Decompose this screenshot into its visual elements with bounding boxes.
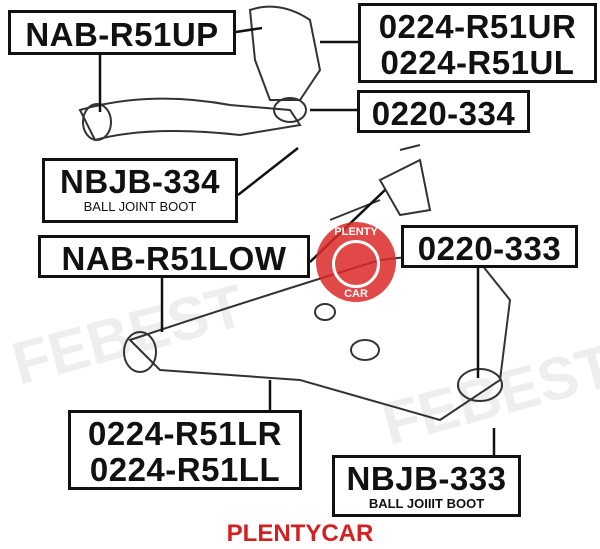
frame-detail [329, 144, 421, 221]
part-label-lower-boot: NBJB-333 BALL JOIIIT BOOT [332, 455, 521, 517]
part-number: 0224-R51LR [88, 415, 282, 452]
part-number: NAB-R51UP [25, 16, 219, 53]
part-number: NAB-R51LOW [61, 240, 287, 277]
part-number: 0224-R51UR [378, 8, 577, 45]
part-label-upper-boot: NBJB-334 BALL JOINT BOOT [42, 158, 238, 223]
upper-control-arm [78, 97, 302, 142]
part-number: 0220-333 [417, 230, 562, 267]
part-label-upper-ball-joint: 0220-334 [357, 90, 530, 133]
arm-hole [350, 339, 380, 361]
part-number: NBJB-334 [60, 163, 220, 200]
car-icon [332, 240, 380, 288]
arm-hole [314, 303, 336, 321]
part-label-lower-arm: NAB-R51LOW [38, 235, 310, 278]
stamp-bottom-text: CAR [344, 288, 368, 300]
lower-control-arm [128, 248, 512, 422]
part-label-upper-arm: NAB-R51UP [8, 10, 236, 55]
watermark-text: PLENTYCAR [226, 520, 374, 547]
part-number: 0224-R51LL [89, 451, 281, 488]
part-number: NBJB-333 [346, 460, 507, 497]
part-label-lower-arm-pair: 0224-R51LR 0224-R51LL [68, 410, 302, 490]
watermark-stamp: PLENTY CAR [316, 222, 396, 302]
part-label-lower-ball-joint: 0220-333 [401, 225, 578, 268]
knuckle-upper [248, 5, 322, 101]
part-description: BALL JOIIIT BOOT [368, 496, 485, 511]
part-description: BALL JOINT BOOT [83, 199, 197, 214]
upper-arm-bushing [82, 103, 112, 141]
part-number: 0220-334 [371, 95, 516, 132]
part-number: 0224-R51UL [380, 44, 575, 81]
lower-arm-bushing-rear [378, 158, 432, 217]
upper-ball-joint [273, 97, 307, 123]
stamp-top-text: PLENTY [334, 226, 378, 238]
part-label-upper-arm-pair: 0224-R51UR 0224-R51UL [358, 3, 597, 83]
lower-arm-bushing [123, 331, 157, 373]
lower-ball-joint [457, 368, 503, 402]
